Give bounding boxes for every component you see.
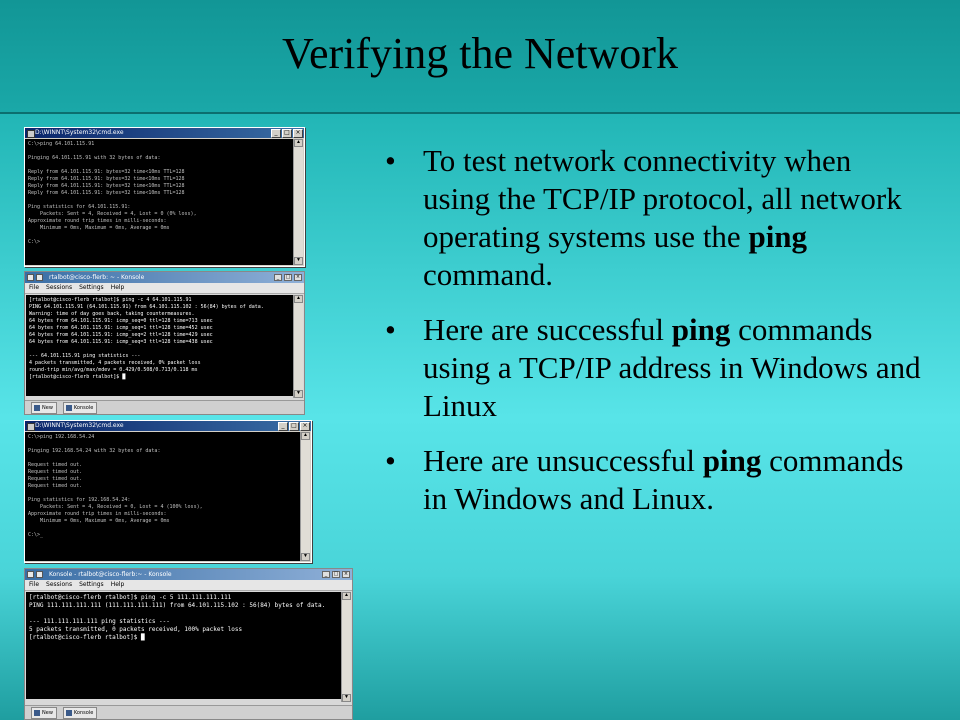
menu-sessions[interactable]: Sessions <box>46 581 73 588</box>
scroll-down-arrow[interactable]: ▼ <box>294 257 303 265</box>
konsole-session-tab[interactable]: Konsole <box>62 401 98 414</box>
new-icon <box>34 709 40 716</box>
cmd-output: C:\>ping 192.168.54.24 Pinging 192.168.5… <box>25 432 300 561</box>
close-button[interactable]: × <box>293 129 303 138</box>
cmd-icon <box>27 130 35 138</box>
title-band: Verifying the Network <box>0 0 960 114</box>
menu-help[interactable]: Help <box>110 581 125 588</box>
cmd-scrollbar[interactable]: ▲ ▼ <box>293 139 303 265</box>
konsole-titlebar[interactable]: Konsole - rtalbot@cisco-flerb:~ - Konsol… <box>25 569 352 580</box>
new-icon <box>34 404 40 411</box>
bullet-dot: • <box>385 312 396 347</box>
minimize-button[interactable]: _ <box>322 571 330 578</box>
cmd-scrollbar[interactable]: ▲ ▼ <box>300 432 310 561</box>
konsole-session-tab[interactable]: Konsole <box>62 706 98 719</box>
menu-file[interactable]: File <box>29 284 40 291</box>
cmd-titlebar[interactable]: D:\WINNT\System32\cmd.exe _ □ × <box>25 128 304 138</box>
scroll-down-arrow[interactable]: ▼ <box>294 390 303 398</box>
scroll-up-arrow[interactable]: ▲ <box>301 432 310 440</box>
cmd-titlebar[interactable]: D:\WINNT\System32\cmd.exe _ □ × <box>25 421 311 431</box>
bullet-item: •To test network connectivity when using… <box>385 143 902 292</box>
scroll-down-arrow[interactable]: ▼ <box>301 553 310 561</box>
konsole-titlebar[interactable]: rtalbot@cisco-flerb: ~ - Konsole _ □ × <box>25 272 304 283</box>
minimize-button[interactable]: _ <box>274 274 282 281</box>
bullet-item: •Here are successful ping commands using… <box>385 312 921 423</box>
menu-sessions[interactable]: Sessions <box>46 284 73 291</box>
bullet-list: •To test network connectivity when using… <box>385 142 925 535</box>
cmd-icon <box>27 423 35 431</box>
new-session-tab[interactable]: New <box>31 401 57 414</box>
scroll-up-arrow[interactable]: ▲ <box>342 592 351 600</box>
window-menu-icon[interactable] <box>27 274 34 281</box>
konsole-window-success[interactable]: rtalbot@cisco-flerb: ~ - Konsole _ □ × F… <box>24 271 305 415</box>
scroll-up-arrow[interactable]: ▲ <box>294 295 303 303</box>
maximize-button[interactable]: □ <box>284 274 292 281</box>
scroll-down-arrow[interactable]: ▼ <box>342 694 351 702</box>
konsole-tabbar: New Konsole <box>25 705 352 719</box>
cmd-window-success[interactable]: D:\WINNT\System32\cmd.exe _ □ × C:\>ping… <box>24 127 305 267</box>
close-button[interactable]: × <box>342 571 350 578</box>
bullet-item: •Here are unsuccessful ping commands in … <box>385 443 904 516</box>
konsole-output: [rtalbot@cisco-flerb rtalbot]$ ping -c 5… <box>26 592 341 699</box>
scroll-up-arrow[interactable]: ▲ <box>294 139 303 147</box>
slide-title: Verifying the Network <box>282 29 678 78</box>
close-button[interactable]: × <box>294 274 302 281</box>
menu-settings[interactable]: Settings <box>79 581 104 588</box>
konsole-icon <box>65 404 72 411</box>
maximize-button[interactable]: □ <box>282 129 292 138</box>
maximize-button[interactable]: □ <box>289 422 299 431</box>
menu-file[interactable]: File <box>29 581 40 588</box>
konsole-title: Konsole - rtalbot@cisco-flerb:~ - Konsol… <box>49 571 172 578</box>
cmd-title: D:\WINNT\System32\cmd.exe <box>35 129 124 136</box>
konsole-menubar: File Sessions Settings Help <box>25 580 352 591</box>
konsole-window-failure[interactable]: Konsole - rtalbot@cisco-flerb:~ - Konsol… <box>24 568 353 720</box>
konsole-icon <box>65 709 72 716</box>
menu-help[interactable]: Help <box>110 284 125 291</box>
close-button[interactable]: × <box>300 422 310 431</box>
cmd-title: D:\WINNT\System32\cmd.exe <box>35 422 124 429</box>
konsole-output: [rtalbot@cisco-flerb rtalbot]$ ping -c 4… <box>26 295 293 396</box>
bullet-dot: • <box>385 443 396 478</box>
sticky-icon[interactable] <box>36 571 43 578</box>
cmd-output: C:\>ping 64.101.115.91 Pinging 64.101.11… <box>25 139 293 265</box>
minimize-button[interactable]: _ <box>271 129 281 138</box>
sticky-icon[interactable] <box>36 274 43 281</box>
new-session-tab[interactable]: New <box>31 706 57 719</box>
konsole-title: rtalbot@cisco-flerb: ~ - Konsole <box>49 274 145 281</box>
window-menu-icon[interactable] <box>27 571 34 578</box>
konsole-menubar: File Sessions Settings Help <box>25 283 304 294</box>
bullet-dot: • <box>385 143 396 178</box>
maximize-button[interactable]: □ <box>332 571 340 578</box>
konsole-scrollbar[interactable]: ▲ ▼ <box>341 592 351 702</box>
cmd-window-failure[interactable]: D:\WINNT\System32\cmd.exe _ □ × C:\>ping… <box>24 420 312 563</box>
menu-settings[interactable]: Settings <box>79 284 104 291</box>
konsole-tabbar: New Konsole <box>25 400 304 414</box>
minimize-button[interactable]: _ <box>278 422 288 431</box>
konsole-scrollbar[interactable]: ▲ ▼ <box>293 295 303 398</box>
